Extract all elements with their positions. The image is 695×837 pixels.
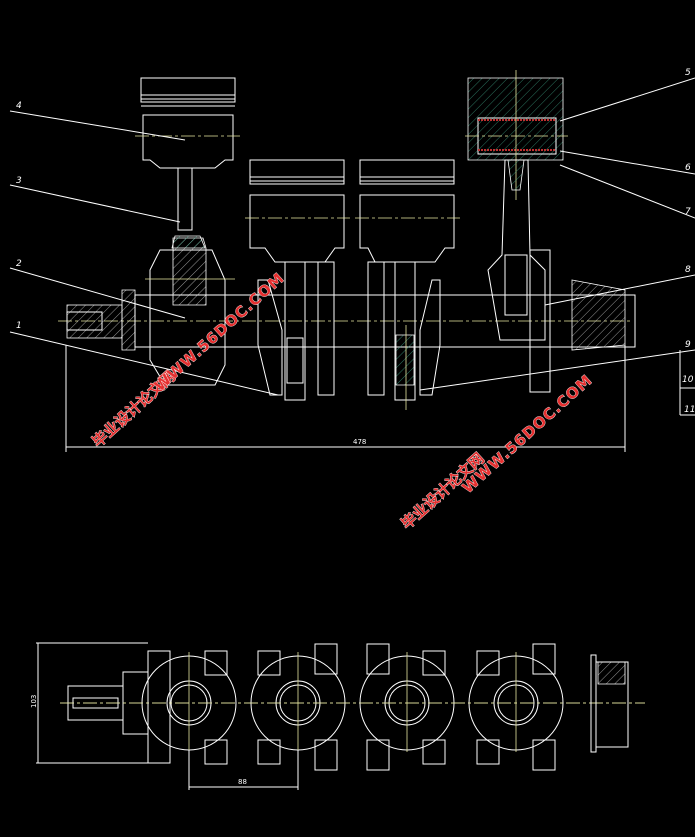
top-view: 103 88 [30, 642, 645, 790]
callout-3: 3 [16, 176, 22, 186]
dimension-478-label: 478 [353, 438, 366, 446]
dimension-103-label: 103 [30, 695, 38, 708]
dimension-height: 103 [30, 642, 148, 764]
callout-8: 8 [685, 265, 691, 275]
piston-4-section [465, 70, 626, 393]
piston-3 [355, 159, 460, 410]
callout-10: 10 [682, 375, 694, 385]
crank-throws [204, 643, 556, 771]
callout-9: 9 [685, 340, 691, 350]
dimension-throw-pitch: 88 [188, 750, 299, 790]
callout-11: 11 [684, 405, 695, 415]
callout-7: 7 [685, 207, 691, 217]
callout-5: 5 [685, 68, 691, 78]
part-callouts: 4 3 2 1 5 6 7 8 9 10 11 [9, 68, 695, 416]
left-shaft-end [66, 304, 123, 339]
callout-6: 6 [685, 163, 691, 173]
front-view: 4 3 2 1 5 6 7 8 9 10 11 [9, 68, 695, 452]
watermark-url: WWW.56DOC.COM [459, 371, 596, 497]
piston-2 [245, 159, 350, 401]
callout-2: 2 [16, 259, 22, 269]
piston-1 [135, 77, 240, 386]
dimension-overall-length: 478 [65, 345, 626, 452]
crankpins [60, 652, 645, 752]
callout-1: 1 [16, 321, 22, 331]
dimension-88-label: 88 [238, 778, 247, 786]
crankshaft-body [134, 294, 636, 348]
callout-4: 4 [16, 101, 22, 111]
